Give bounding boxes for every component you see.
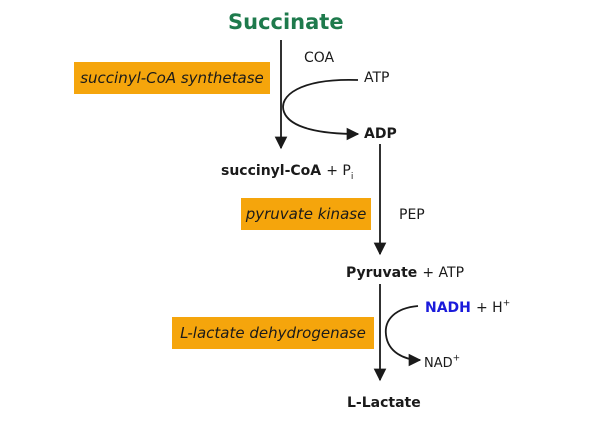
energy-atp: ATP	[364, 70, 390, 86]
nadh-label: NADH	[425, 300, 471, 316]
curve-nadh-to-nad	[384, 305, 422, 367]
enzyme-l-lactate-dehydrogenase: L-lactate dehydrogenase	[172, 317, 374, 349]
curve-atp-to-adp	[282, 79, 360, 141]
cofactor-nad: NAD+	[424, 352, 460, 371]
hydrogen-label: + H	[475, 300, 503, 316]
enzyme-pyruvate-kinase: pyruvate kinase	[241, 198, 371, 230]
pyruvate-atp-label: + ATP	[422, 265, 465, 281]
phosphate-subscript: i	[350, 172, 354, 183]
nad-superscript: +	[452, 353, 461, 364]
enzyme-label: succinyl-CoA synthetase	[80, 69, 264, 87]
product-l-lactate: L-Lactate	[347, 395, 421, 411]
product-succinyl-coa: succinyl-CoA + Pi	[221, 160, 353, 182]
hydrogen-superscript: +	[502, 298, 511, 309]
cofactor-nadh: NADH + H+	[425, 297, 510, 316]
enzyme-label: L-lactate dehydrogenase	[180, 324, 366, 342]
product-pyruvate: Pyruvate + ATP	[346, 262, 464, 281]
substrate-succinate: Succinate	[228, 10, 344, 34]
energy-adp: ADP	[364, 126, 397, 142]
pyruvate-label: Pyruvate	[346, 265, 418, 281]
cofactor-coa: COA	[304, 50, 335, 66]
nad-label: NAD	[424, 356, 453, 371]
enzyme-label: pyruvate kinase	[245, 205, 367, 223]
cofactor-pep: PEP	[399, 207, 425, 223]
phosphate-label: + P	[326, 163, 351, 179]
succinyl-coa-label: succinyl-CoA	[221, 163, 322, 179]
enzyme-succinyl-coa-synthetase: succinyl-CoA synthetase	[74, 62, 270, 94]
